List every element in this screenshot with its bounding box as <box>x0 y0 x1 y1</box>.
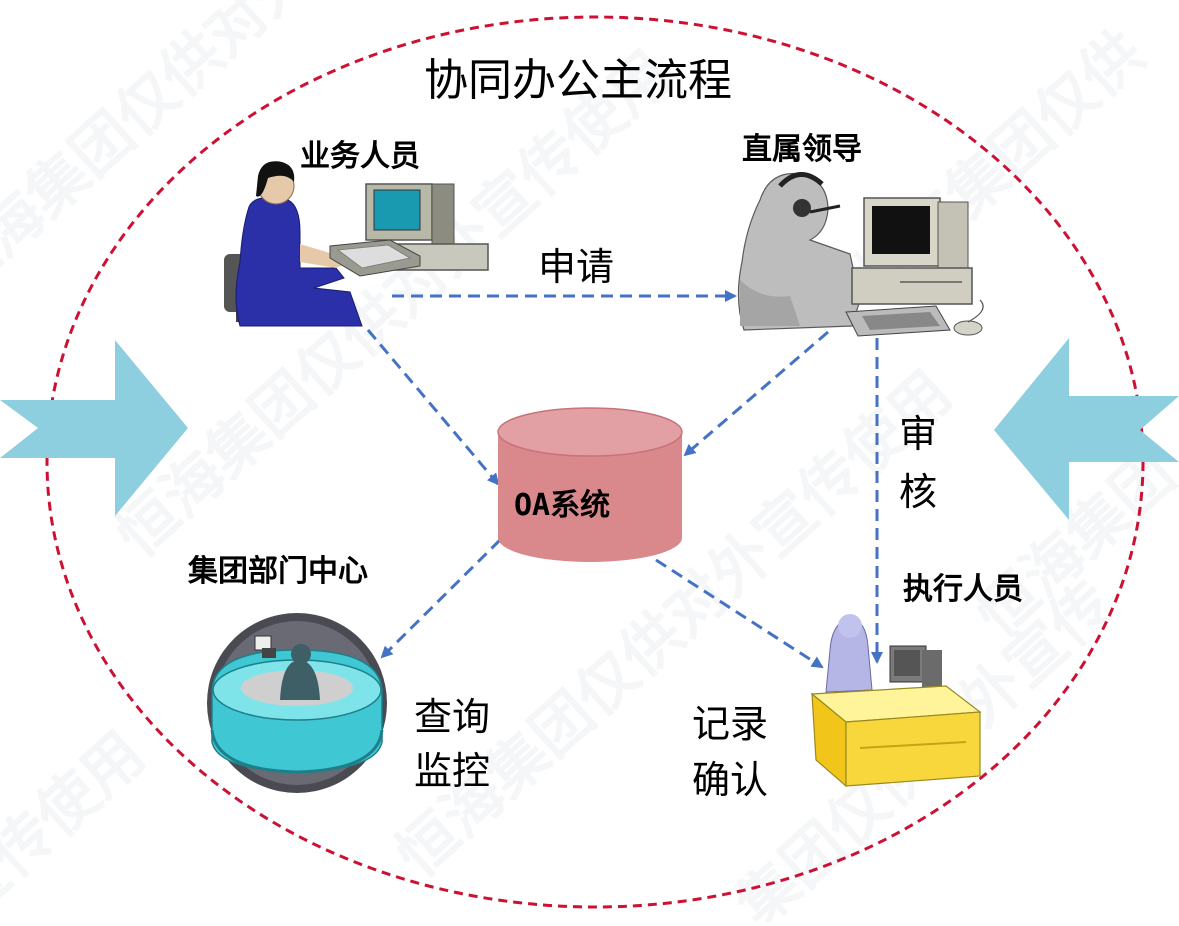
role-label-leader: 直属领导 <box>742 132 862 167</box>
oa-system-label: OA系统 <box>514 488 611 523</box>
svg-text:宣传使用: 宣传使用 <box>0 719 157 922</box>
action-label-record-line2: 确认 <box>692 758 769 802</box>
role-label-department: 集团部门中心 <box>188 554 368 589</box>
action-label-record: 记录 确认 <box>692 696 768 808</box>
action-label-apply: 申请 <box>538 245 615 289</box>
role-label-executor: 执行人员 <box>903 572 1023 607</box>
action-label-query-line2: 监控 <box>414 749 491 793</box>
role-label-staff: 业务人员 <box>300 139 420 174</box>
action-label-review: 审 核 <box>896 410 940 516</box>
right-input-arrow <box>994 338 1179 520</box>
clerk-at-desk-icon <box>810 614 982 788</box>
action-label-record-line1: 记录 <box>692 702 769 746</box>
action-label-query-line1: 查询 <box>414 695 491 739</box>
manager-with-headset-icon <box>737 172 984 337</box>
arrow-leader-to-oa <box>683 330 829 457</box>
arrow-oa-to-department <box>380 538 502 659</box>
left-input-arrow <box>0 340 188 516</box>
diagram-title: 协同办公主流程 <box>424 55 732 106</box>
reception-desk-icon <box>207 613 387 793</box>
action-label-review-line1: 审 <box>898 412 937 456</box>
arrow-oa-to-executor <box>655 558 824 669</box>
office-worker-icon <box>224 161 489 327</box>
arrow-staff-to-oa <box>366 329 500 486</box>
flow-arrows <box>366 290 883 669</box>
action-label-review-line2: 核 <box>898 470 937 514</box>
oa-system-cylinder-icon <box>497 407 683 562</box>
action-label-query: 查询 监控 <box>414 690 490 798</box>
